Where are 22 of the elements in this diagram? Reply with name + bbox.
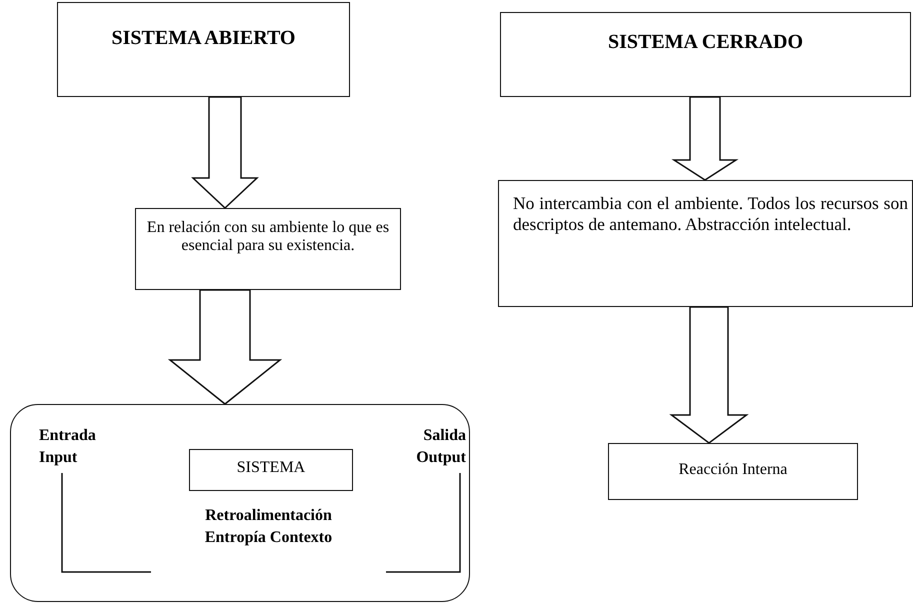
label-text: Retroalimentación Entropía Contexto	[151, 505, 386, 597]
text-box	[608, 443, 858, 500]
text-box	[498, 180, 913, 307]
text-box	[135, 208, 401, 290]
box-text: Reacción Interna	[678, 461, 788, 479]
box-text: SISTEMA CERRADO	[606, 31, 804, 54]
block-arrow	[191, 96, 259, 210]
box-text: En relación con su ambiente lo que es esencial para su existencia.	[146, 219, 390, 255]
rounded-box	[10, 404, 470, 602]
block-arrow	[671, 96, 739, 181]
connector-line	[386, 473, 461, 573]
block-arrow	[669, 306, 749, 444]
block-arrow	[168, 289, 282, 405]
text-box	[189, 449, 353, 491]
box-text: SISTEMA	[236, 459, 306, 477]
box-text: SISTEMA ABIERTO	[110, 27, 296, 50]
text-box	[57, 2, 350, 97]
connector-line	[61, 473, 151, 573]
label-text: Entrada Input	[39, 425, 129, 473]
box-text: No intercambia con el ambiente. Todos los recursos son descriptos de antemano. Abstracción intelectual.	[513, 193, 908, 235]
label-text: Salida Output	[396, 425, 466, 473]
text-box	[500, 12, 911, 97]
